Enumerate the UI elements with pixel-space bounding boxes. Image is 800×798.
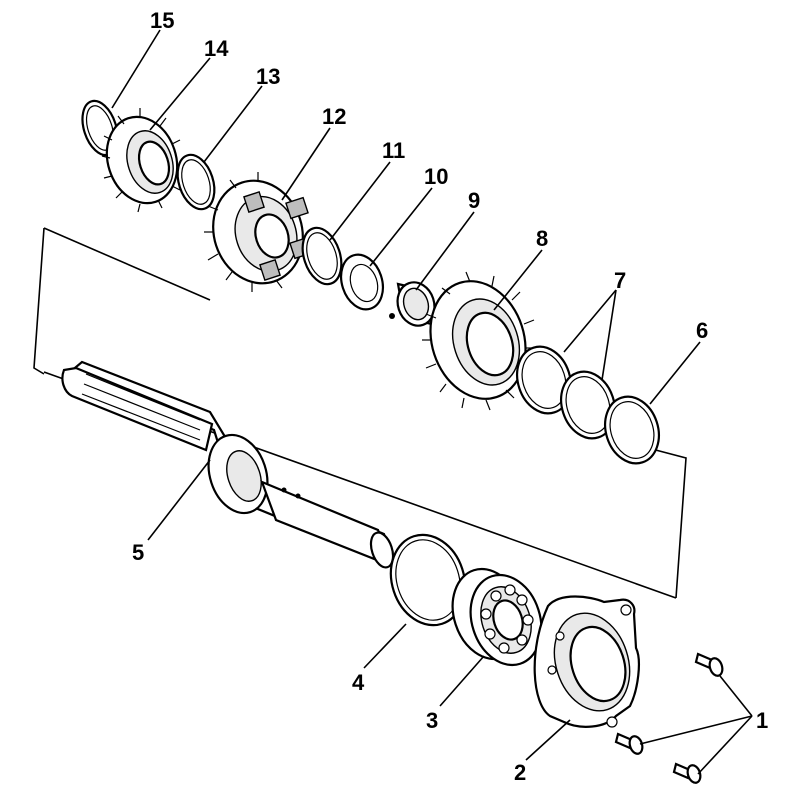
part-1-screw-a: [694, 652, 724, 677]
callout-4: 4: [352, 670, 365, 695]
part-3-bearing: [451, 567, 543, 667]
part-5-main-shaft: [61, 360, 395, 569]
callout-2: 2: [514, 760, 526, 785]
leader-lines: [111, 29, 753, 775]
part-6-washer: [604, 395, 660, 465]
callout-3: 3: [426, 708, 438, 733]
part-7-washer-a: [516, 345, 572, 415]
callout-8: 8: [536, 226, 548, 251]
callout-15: 15: [150, 8, 174, 33]
callout-12: 12: [322, 104, 346, 129]
callout-10: 10: [424, 164, 448, 189]
callout-9: 9: [468, 188, 480, 213]
part-7-washer-b: [560, 370, 616, 440]
part-13-circlip: [176, 153, 216, 211]
callout-1: 1: [756, 708, 768, 733]
part-14-gear: [101, 108, 184, 213]
callout-14: 14: [204, 36, 229, 61]
part-1-screw-c: [672, 762, 702, 784]
callout-6: 6: [696, 318, 708, 343]
callout-7: 7: [614, 268, 626, 293]
callout-11: 11: [382, 138, 405, 163]
callout-13: 13: [256, 64, 280, 89]
part-4-snap-ring: [389, 533, 467, 627]
part-11-circlip: [301, 226, 343, 286]
callout-5: 5: [132, 540, 144, 565]
part-2-bearing-housing: [533, 595, 640, 728]
callout-labels: 15 14 13 12 11 10 9 8 7 6 5 4 3 2 1: [132, 8, 768, 785]
part-9-bushing: [389, 281, 436, 327]
part-12-sliding-gear: [204, 172, 313, 292]
part-10-toothed-washer: [340, 253, 384, 311]
part-8-gear: [422, 271, 536, 411]
